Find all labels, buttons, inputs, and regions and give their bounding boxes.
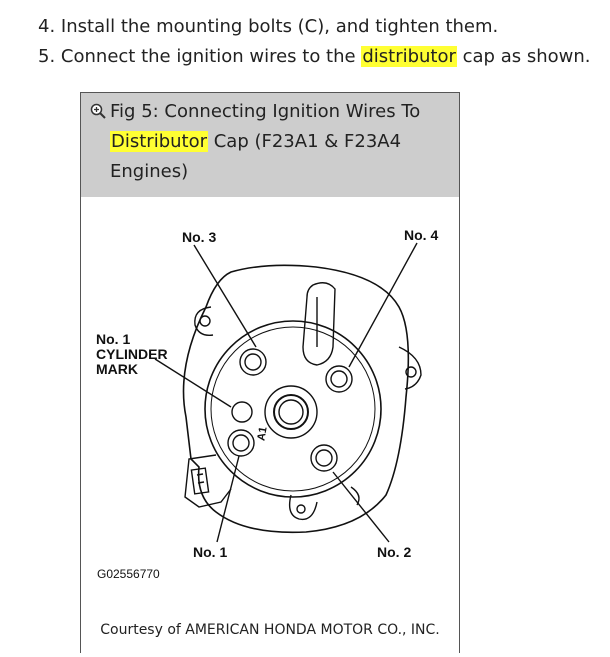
step-text-pre: Connect the ignition wires to the xyxy=(60,46,362,67)
label-no1-cylinder-2: CYLINDER xyxy=(96,346,168,362)
figure-title-line2: Cap (F23A1 & F23A4 xyxy=(208,131,402,152)
instruction-steps: 4. Install the mounting bolts (C), and t… xyxy=(38,12,590,72)
figure-code: G02556770 xyxy=(97,567,160,581)
label-no1-cylinder-1: No. 1 xyxy=(96,331,130,347)
search-highlight: Distributor xyxy=(110,131,209,152)
zoom-in-icon[interactable] xyxy=(90,103,106,119)
figure-panel: Fig 5: Connecting Ignition Wires To Dist… xyxy=(80,92,460,653)
step-4: 4. Install the mounting bolts (C), and t… xyxy=(38,12,590,42)
step-text-post: cap as shown. xyxy=(456,46,591,67)
figure-header: Fig 5: Connecting Ignition Wires To Dist… xyxy=(81,93,459,197)
step-number: 5. xyxy=(38,46,56,67)
label-no3: No. 3 xyxy=(182,229,216,245)
step-number: 4. xyxy=(38,16,56,37)
step-5: 5. Connect the ignition wires to the dis… xyxy=(38,42,590,72)
figure-body: A1 No. 3 No. 4 No. 1 CYLINDER MARK No. 1… xyxy=(81,197,459,657)
search-highlight: distributor xyxy=(361,46,457,67)
figure-title: Fig 5: Connecting Ignition Wires To Dist… xyxy=(110,97,440,187)
step-text: Install the mounting bolts (C), and tigh… xyxy=(60,16,499,37)
figure-title-line3: Engines) xyxy=(110,161,189,182)
label-no2: No. 2 xyxy=(377,544,411,560)
label-no4: No. 4 xyxy=(404,227,438,243)
label-no1: No. 1 xyxy=(193,544,227,560)
label-no1-cylinder-3: MARK xyxy=(96,361,138,377)
a1-mark-label: A1 xyxy=(255,426,269,442)
figure-title-line1: Fig 5: Connecting Ignition Wires To xyxy=(110,101,421,122)
figure-credit: Courtesy of AMERICAN HONDA MOTOR CO., IN… xyxy=(100,622,440,638)
distributor-cap-diagram: A1 No. 3 No. 4 No. 1 CYLINDER MARK No. 1… xyxy=(96,227,438,581)
